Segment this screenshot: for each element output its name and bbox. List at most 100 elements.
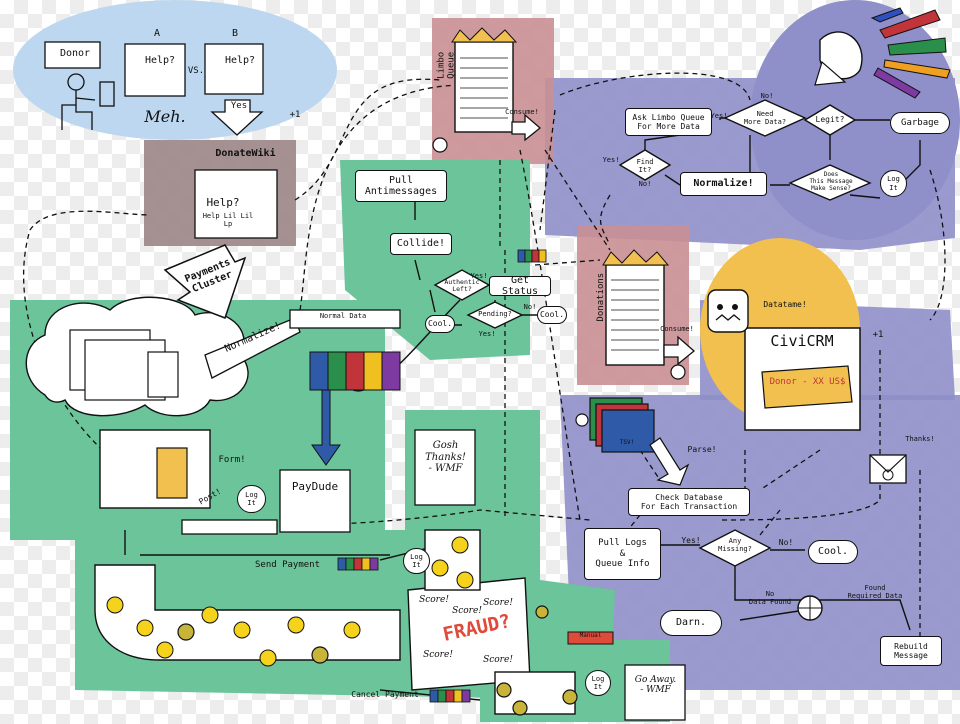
- check-database-box: Check Database For Each Transaction: [628, 488, 750, 516]
- help-a-label: Help?: [144, 55, 176, 66]
- score-label-1: Score!: [419, 595, 449, 605]
- log-it-payments: Log It: [237, 485, 266, 513]
- ab-tally-label: +1: [289, 110, 301, 120]
- donor-label: Donor: [59, 48, 91, 59]
- donations-consume-label: Consume!: [660, 325, 694, 333]
- pending-label: Pending?: [478, 310, 512, 318]
- limbo-consume-label: Consume!: [505, 108, 539, 116]
- get-status-box: Get Status: [489, 275, 551, 297]
- find-it-label: Find It?: [636, 158, 654, 175]
- civicrm-page-small: [748, 332, 858, 354]
- normalize-box: Normalize!: [680, 172, 767, 196]
- pull-antimessages-box: Pull Antimessages: [355, 170, 447, 202]
- tsv-parse-arrow: [649, 437, 690, 486]
- score-label-4: Score!: [423, 650, 453, 660]
- meh-down-arrow: [210, 99, 264, 136]
- paydude-label: PayDude: [291, 480, 339, 493]
- down-blue-arrow: [311, 389, 341, 466]
- datatame-character: [707, 289, 749, 333]
- plus-one-label: +1: [872, 330, 884, 340]
- smileys: [106, 536, 474, 667]
- score-label-5: Score!: [483, 655, 513, 665]
- civicrm-title: CiviCRM: [770, 332, 834, 350]
- manual-tag: [567, 631, 614, 645]
- payments-cluster-arrow: [163, 244, 247, 319]
- donor-stick-figure: [61, 73, 115, 130]
- donatewiki-help: Help?: [206, 196, 240, 209]
- smiley-pipe: [94, 564, 401, 661]
- log-it-limbo: Log It: [880, 170, 907, 197]
- yes-authentic: Yes!: [470, 272, 488, 280]
- darn-box: Darn.: [660, 610, 722, 636]
- log-it-cancel: Log It: [585, 670, 611, 696]
- satellite-dish: [814, 31, 863, 86]
- donations-stack: [602, 249, 670, 366]
- no-need-more: No!: [760, 92, 774, 100]
- no-missing: No!: [778, 538, 794, 547]
- authentic-left-label: Authentic Left?: [444, 278, 480, 294]
- normalize-funnel: [204, 317, 301, 379]
- variant-a-label: A: [153, 28, 161, 39]
- incoming-arrows: [870, 7, 951, 99]
- donatewiki-sub: Help Lil Lil Lp: [202, 212, 254, 229]
- pull-logs-box: Pull Logs & Queue Info: [584, 528, 661, 580]
- cancel-payment-label: Cancel Payment: [351, 690, 419, 699]
- mini-strip-status: [517, 249, 547, 263]
- civicrm-donor-card: [761, 365, 853, 409]
- cool-antimessage: Cool.: [425, 315, 455, 333]
- no-pending: No!: [523, 303, 537, 311]
- yes-find-it: Yes!: [602, 156, 620, 164]
- normal-data-label: Normal Data: [319, 312, 367, 320]
- tsv-label: TSV!: [619, 439, 635, 446]
- tsv-stack: [589, 397, 655, 453]
- form-label: Form!: [218, 455, 246, 465]
- any-missing-label: Any Missing?: [718, 537, 752, 554]
- score-label-2: Score!: [452, 606, 482, 616]
- limbo-queue-label: Limbo Queue: [436, 51, 457, 79]
- color-bars: [309, 351, 401, 391]
- yes-need-more: Yes!: [710, 112, 728, 120]
- gosh-thanks-label: Gosh Thanks! - WMF: [425, 440, 466, 474]
- variant-b-label: B: [231, 28, 239, 39]
- send-payment-label: Send Payment: [254, 560, 321, 570]
- servers: [69, 329, 179, 401]
- donor-amount: Donor - XX US$: [769, 377, 846, 387]
- legit-label: Legit?: [815, 115, 845, 124]
- clock-icons: [432, 137, 686, 427]
- log-it-send: Log It: [403, 548, 430, 574]
- frowny-cookies: [177, 605, 578, 716]
- yes-pending: Yes!: [478, 330, 496, 338]
- vs-label: VS.: [187, 66, 205, 76]
- donatewiki-page: [194, 169, 278, 239]
- donations-consume-arrow: [663, 335, 696, 366]
- limbo-consume-arrow: [511, 113, 542, 142]
- cool-status: Cool.: [537, 306, 567, 324]
- go-away-label: Go Away. - WMF: [634, 675, 677, 696]
- garbage-box: Garbage: [890, 112, 950, 134]
- help-b-label: Help?: [224, 55, 256, 66]
- makes-sense-label: Does This Message Make Sense?: [809, 171, 853, 192]
- score-label-3: Score!: [483, 598, 513, 608]
- datatame-label: Datatame!: [763, 300, 807, 309]
- mini-strip-cancel: [429, 689, 471, 703]
- manual-label: Manual: [579, 632, 602, 639]
- form-widget: [156, 447, 188, 499]
- goaway-page: [624, 664, 686, 721]
- meh-label: Meh.: [144, 107, 186, 126]
- limbo-queue-stack: [451, 27, 518, 133]
- mini-strip-send: [337, 557, 379, 571]
- yes-ab-label: Yes: [230, 101, 248, 111]
- no-data-found-label: No Data Found: [748, 590, 792, 607]
- form-page: [99, 429, 211, 509]
- no-find-it: No!: [638, 180, 652, 188]
- yes-missing: Yes!: [681, 536, 701, 545]
- thanks-label: Thanks!: [905, 435, 935, 443]
- ab-test-pages: [44, 41, 264, 97]
- paydude-page: [279, 469, 351, 533]
- cool-missing: Cool.: [808, 540, 858, 564]
- normal-data-pipe: [289, 309, 401, 329]
- post-pipe: [181, 519, 278, 535]
- donatewiki-title: DonateWiki: [215, 148, 276, 159]
